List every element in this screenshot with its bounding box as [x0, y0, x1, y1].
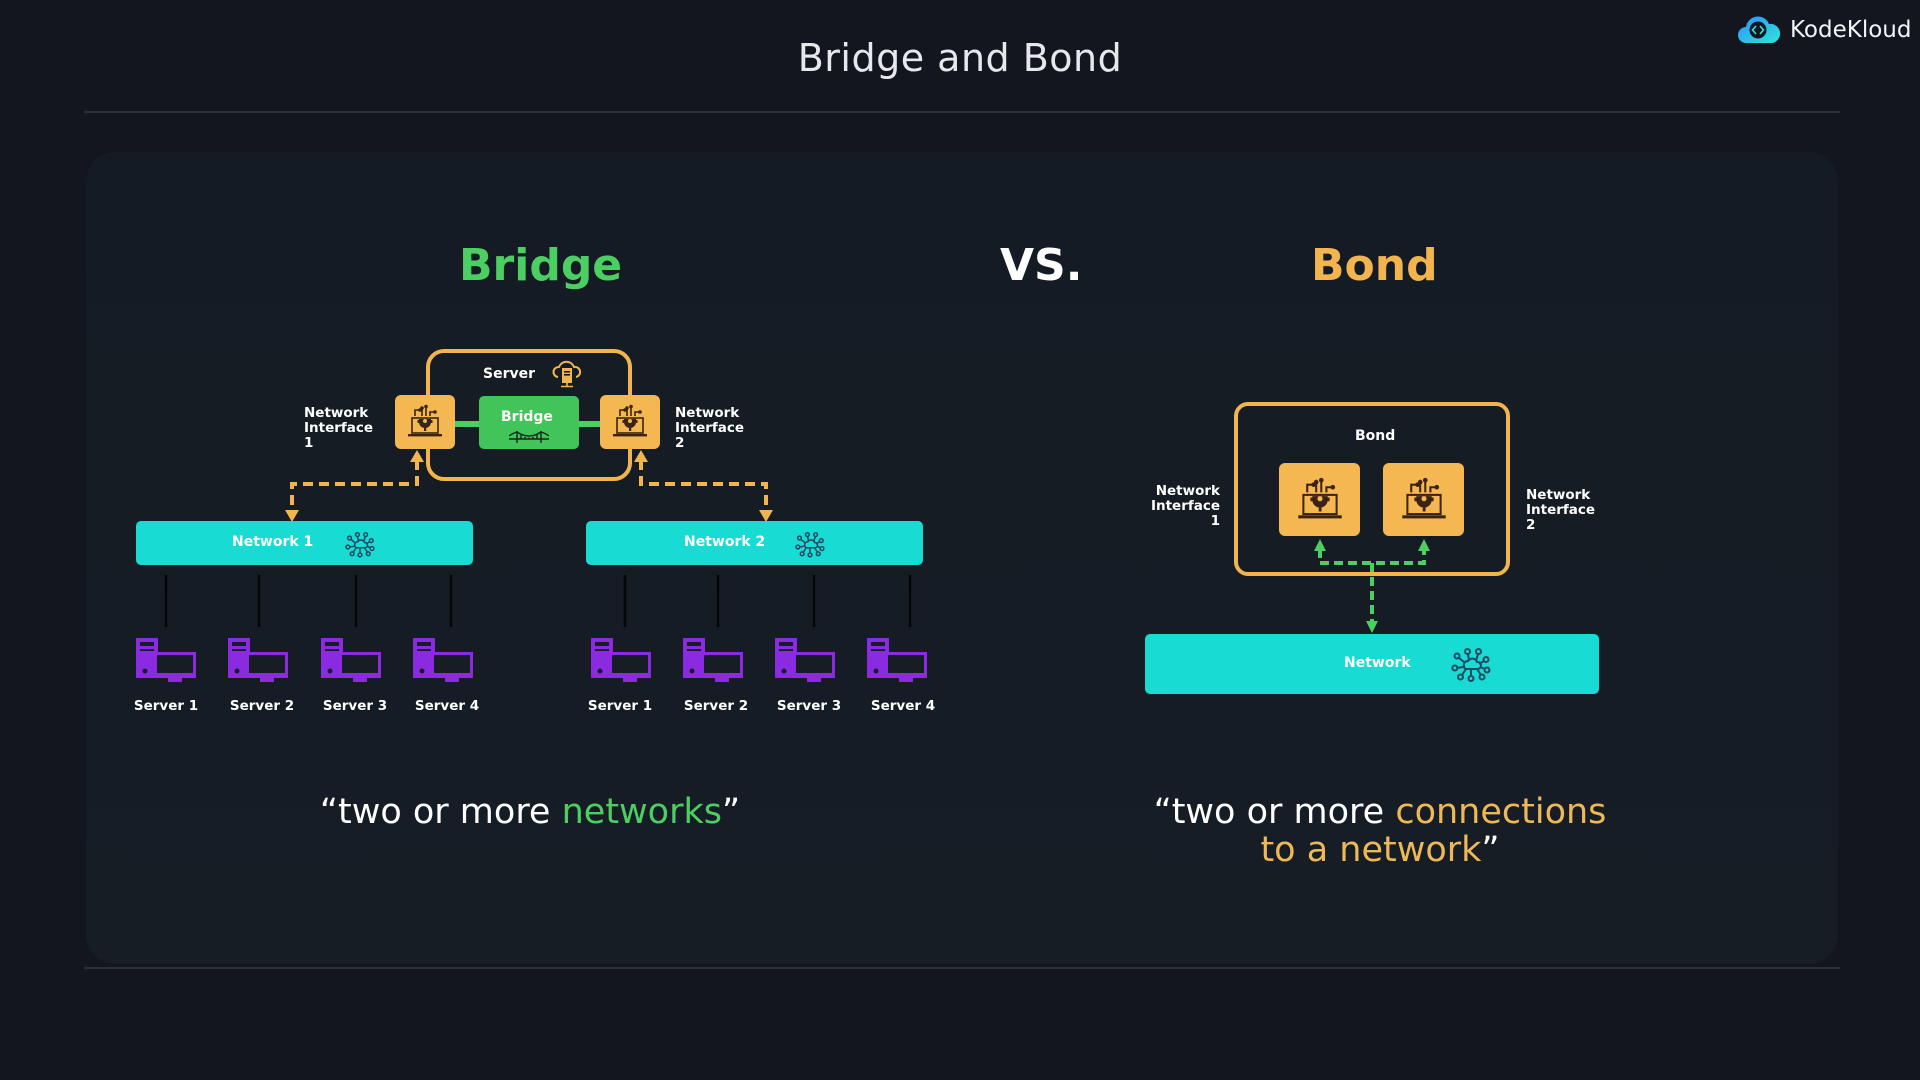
kodekloud-logo-icon — [1738, 16, 1781, 43]
server-connectors — [164, 575, 912, 627]
server-label: Server 4 — [870, 698, 936, 714]
server-label: Server 4 — [414, 698, 480, 714]
server-label: Server — [483, 366, 536, 382]
server-item: Server 4 — [413, 638, 487, 714]
slide-title: Bridge and Bond — [797, 36, 1123, 80]
network-2-bar: Network 2 — [586, 521, 923, 565]
desktop-computer-icon — [867, 638, 927, 682]
header-divider — [84, 111, 1840, 113]
bond-interface-2-box — [1383, 463, 1464, 536]
footer-divider — [84, 967, 1840, 969]
versus-label: VS. — [1000, 240, 1083, 291]
server-item: Server 1 — [588, 638, 660, 714]
brand-logo: KodeKloud — [1736, 12, 1911, 48]
network-1-label: Network 1 — [232, 534, 314, 550]
server-item: Server 1 — [134, 638, 206, 714]
bridge-link-right — [578, 421, 603, 427]
server-label: Server 1 — [587, 698, 653, 714]
server-item: Server 3 — [321, 638, 395, 714]
brand-name: KodeKloud — [1790, 17, 1912, 43]
bridge-quote-suffix: ” — [721, 792, 741, 832]
network-interface-1-box — [395, 395, 455, 449]
bridge-label: Bridge — [501, 409, 553, 425]
bond-interface-2-label: Network Interface 2 — [1526, 487, 1596, 533]
network-2-label: Network 2 — [684, 534, 766, 550]
bond-quote-suffix: ” — [1481, 830, 1500, 870]
bridge-quote: “two or more networks” — [230, 793, 830, 831]
bond-interface-1-box — [1279, 463, 1360, 536]
bridge-icon — [509, 431, 549, 443]
bond-quote-highlight-line1: connections — [1395, 792, 1607, 832]
server-item: Server 4 — [867, 638, 943, 714]
desktop-computer-icon — [136, 638, 196, 682]
server-item: Server 3 — [775, 638, 849, 714]
bond-quote-highlight-line2: to a network — [1260, 830, 1482, 870]
network-hub-icon — [1451, 644, 1491, 684]
network-1-bar: Network 1 — [136, 521, 473, 565]
server-item: Server 2 — [683, 638, 756, 714]
bridge-box: Bridge — [479, 396, 579, 449]
bridge-quote-prefix: “two or more — [319, 792, 562, 832]
desktop-computer-icon — [591, 638, 651, 682]
bridge-dashed-connectors — [285, 450, 773, 522]
laptop-gear-icon — [610, 404, 650, 440]
laptop-gear-icon — [1294, 477, 1346, 523]
bridge-link-left — [454, 421, 479, 427]
network-interface-2-label: Network Interface 2 — [675, 405, 745, 451]
laptop-gear-icon — [405, 404, 445, 440]
bridge-quote-highlight: networks — [561, 792, 722, 832]
bond-network-label: Network — [1344, 655, 1411, 671]
server-label: Server 2 — [683, 698, 749, 714]
server-item: Server 2 — [228, 638, 302, 714]
network-interface-1-label: Network Interface 1 — [304, 405, 374, 451]
server-label: Server 3 — [776, 698, 842, 714]
desktop-computer-icon — [321, 638, 381, 682]
bond-container — [1234, 402, 1510, 576]
bridge-heading: Bridge — [459, 240, 623, 291]
desktop-computer-icon — [775, 638, 835, 682]
network-interface-2-box — [600, 395, 660, 449]
laptop-gear-icon — [1398, 477, 1450, 523]
bond-quote-prefix: “two or more — [1153, 792, 1396, 832]
bond-dashed-connectors — [1314, 539, 1430, 633]
network-hub-icon — [345, 529, 375, 559]
server-label: Server 3 — [322, 698, 388, 714]
bond-network-bar: Network — [1145, 634, 1599, 694]
bond-label: Bond — [1355, 428, 1396, 444]
server-label: Server 1 — [133, 698, 199, 714]
network-hub-icon — [795, 529, 825, 559]
server-label: Server 2 — [229, 698, 295, 714]
desktop-computer-icon — [683, 638, 743, 682]
desktop-computer-icon — [228, 638, 288, 682]
bond-heading: Bond — [1311, 240, 1438, 291]
cloud-server-icon — [552, 360, 582, 388]
bond-interface-1-label: Network Interface 1 — [1150, 483, 1220, 529]
bond-quote: “two or more connections to a network” — [1080, 793, 1680, 869]
desktop-computer-icon — [413, 638, 473, 682]
